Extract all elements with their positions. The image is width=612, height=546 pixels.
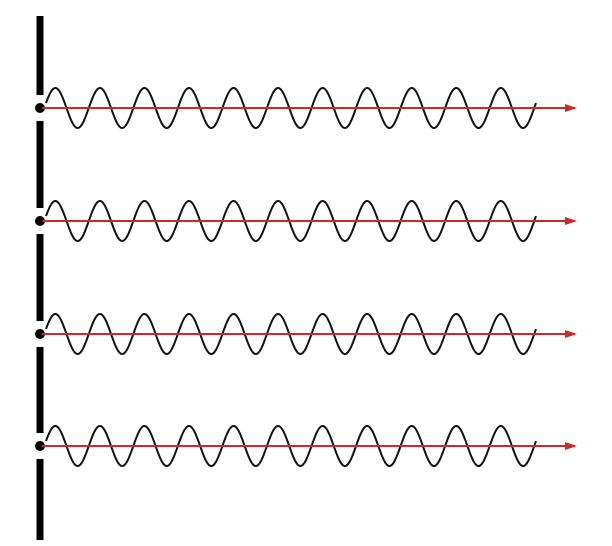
slit-source-dot — [35, 216, 45, 226]
barrier-segment — [36, 459, 44, 540]
waves-group — [35, 86, 577, 468]
slit-source-dot — [35, 441, 45, 451]
sine-wave — [45, 199, 537, 243]
slit-source-dot — [35, 103, 45, 113]
barrier-segment — [36, 347, 44, 433]
barrier-segment — [36, 121, 44, 208]
wave-row — [35, 199, 577, 243]
wave-row — [35, 424, 577, 468]
sine-wave — [45, 424, 537, 468]
barrier — [36, 16, 44, 540]
sine-wave — [45, 86, 537, 130]
wave-row — [35, 86, 577, 130]
slit-source-dot — [35, 329, 45, 339]
wave-row — [35, 312, 577, 356]
barrier-segment — [36, 16, 44, 95]
barrier-segment — [36, 234, 44, 321]
sine-wave — [45, 312, 537, 356]
